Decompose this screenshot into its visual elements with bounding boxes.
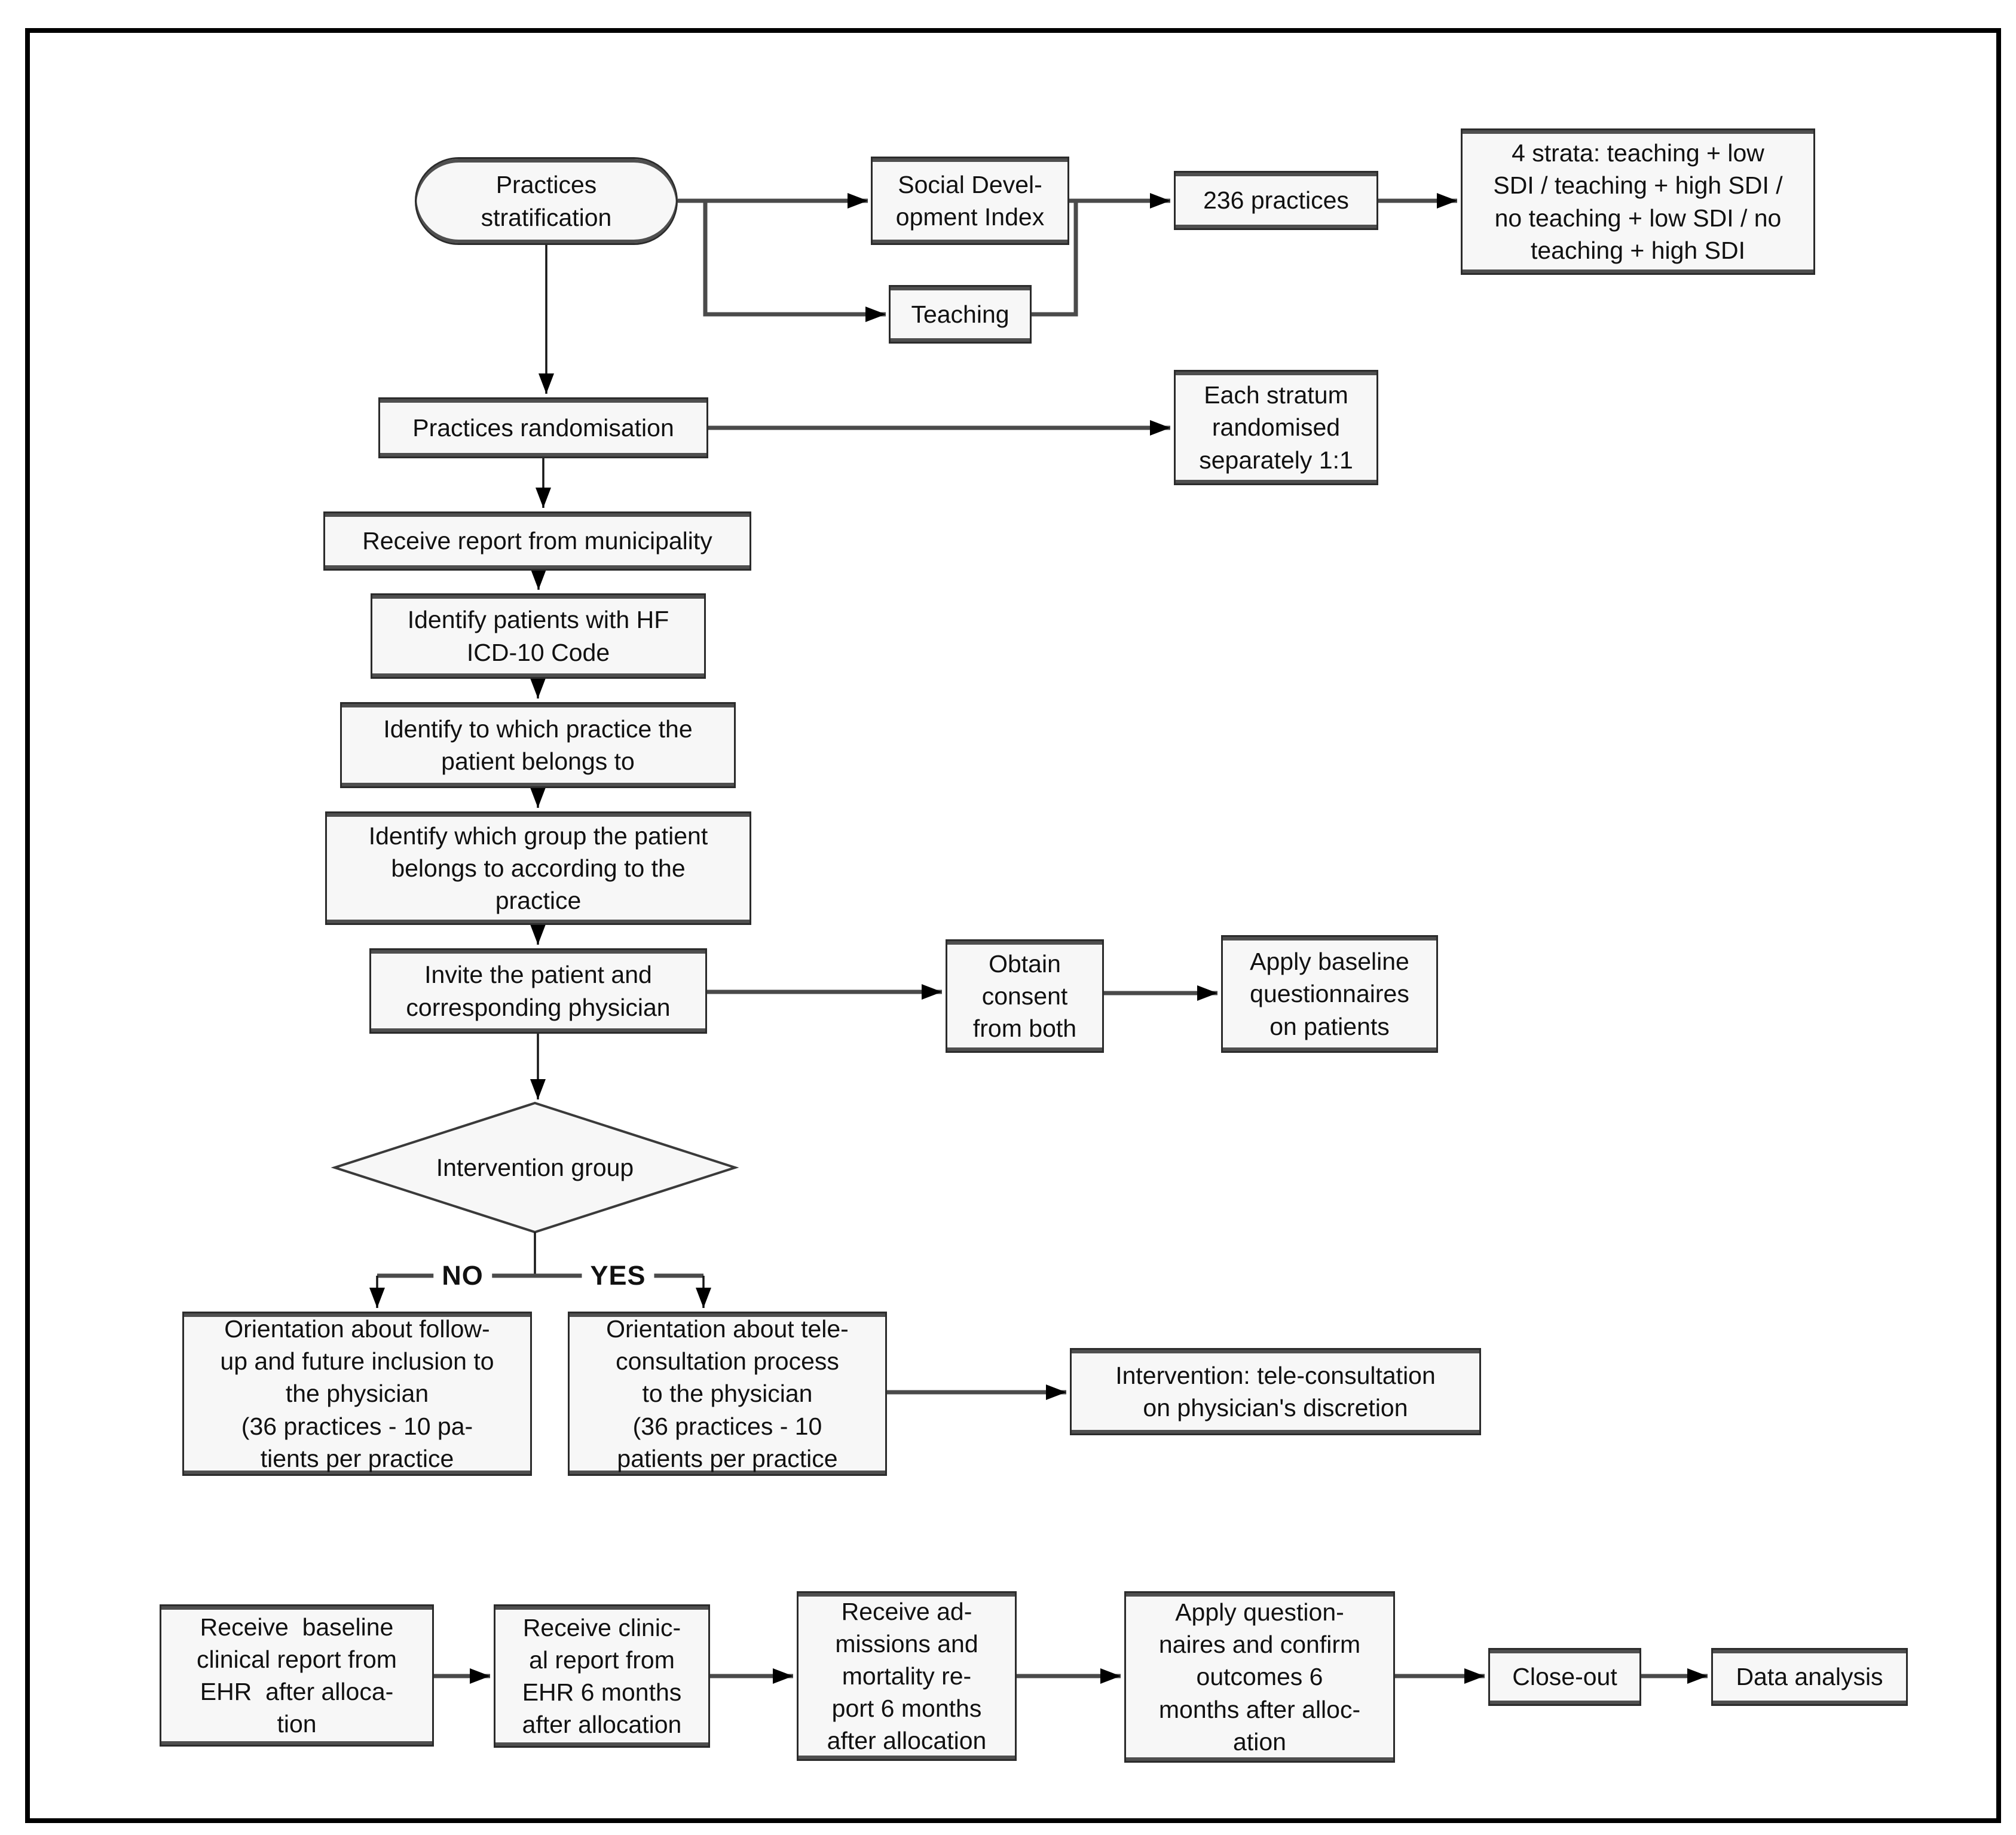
- node-practices-randomisation: Practices randomisation: [378, 397, 708, 458]
- node-social-development-index: Social Devel- opment Index: [871, 157, 1069, 245]
- node-obtain-consent: Obtain consent from both: [946, 939, 1104, 1053]
- node-orientation-control: Orientation about follow- up and future …: [182, 1312, 532, 1476]
- node-invite-patient-physician: Invite the patient and corresponding phy…: [369, 948, 707, 1034]
- branch-label-yes: YES: [582, 1259, 654, 1292]
- node-four-strata: 4 strata: teaching + low SDI / teaching …: [1461, 128, 1815, 275]
- connector-stratification-to-teaching: [703, 201, 886, 322]
- node-receive-clinical-report: Receive clinic- al report from EHR 6 mon…: [494, 1604, 710, 1748]
- node-teaching: Teaching: [889, 285, 1032, 344]
- node-each-stratum: Each stratum randomised separately 1:1: [1174, 370, 1378, 485]
- node-receive-report-municipality: Receive report from municipality: [323, 511, 751, 571]
- node-practices-stratification: Practices stratification: [415, 157, 678, 245]
- branch-label-no: NO: [433, 1259, 492, 1292]
- node-orientation-intervention: Orientation about tele- consultation pro…: [568, 1312, 887, 1476]
- node-identify-patients-hf: Identify patients with HF ICD-10 Code: [371, 593, 706, 679]
- node-236-practices: 236 practices: [1174, 171, 1378, 230]
- node-apply-baseline-questionnaires: Apply baseline questionnaires on patient…: [1221, 935, 1438, 1053]
- node-data-analysis: Data analysis: [1711, 1648, 1908, 1706]
- node-intervention-group-label: Intervention group: [436, 1153, 634, 1181]
- node-receive-baseline-report: Receive baseline clinical report from EH…: [160, 1604, 434, 1747]
- connector-teaching-merge: [1032, 203, 1078, 317]
- figure-frame: [25, 28, 2001, 1823]
- node-receive-admissions-report: Receive ad- missions and mortality re- p…: [797, 1591, 1017, 1761]
- node-intervention-teleconsultation: Intervention: tele-consultation on physi…: [1070, 1348, 1481, 1435]
- node-apply-questionnaires-confirm: Apply question- naires and confirm outco…: [1124, 1591, 1395, 1763]
- node-identify-practice: Identify to which practice the patient b…: [340, 702, 736, 788]
- node-close-out: Close-out: [1488, 1648, 1641, 1706]
- node-identify-group: Identify which group the patient belongs…: [325, 811, 751, 925]
